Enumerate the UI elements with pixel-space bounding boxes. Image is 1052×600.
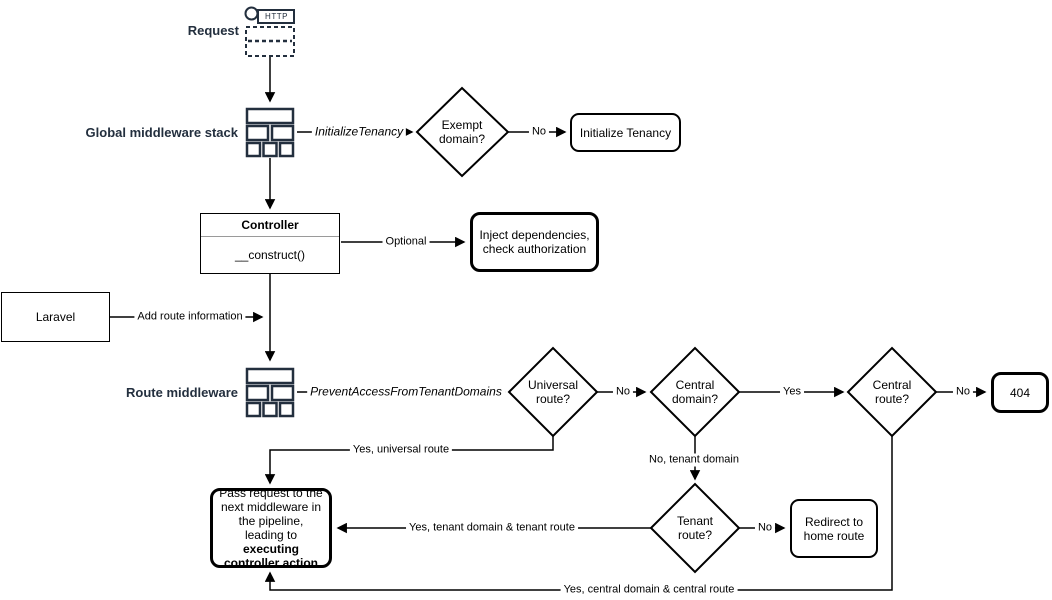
- pass-request-box: Pass request to the next middleware in t…: [210, 486, 332, 570]
- edge-label-central-domain-yes: Yes: [780, 385, 804, 399]
- inject-dependencies-box: Inject dependencies, check authorization: [470, 212, 599, 272]
- exempt-domain-text: Exempt domain?: [438, 118, 486, 146]
- pass-request-text: Pass request to the next middleware in t…: [218, 486, 324, 570]
- edge-label-add-route-info: Add route information: [134, 310, 246, 324]
- universal-route-text: Universal route?: [527, 378, 578, 406]
- request-circle: [244, 6, 259, 21]
- route-middleware-stack-icon: [245, 367, 295, 418]
- central-domain-text: Central domain?: [671, 378, 719, 406]
- edge-label-universal-no: No: [612, 385, 634, 399]
- central-route-diamond: [846, 346, 938, 438]
- edge-label-tenant-no: No: [754, 521, 776, 535]
- controller-method: __construct(): [234, 248, 306, 262]
- request-header-rect: [257, 9, 295, 24]
- inject-dependencies-text: Inject dependencies, check authorization: [479, 228, 590, 256]
- http-request-icon: [244, 6, 295, 57]
- central-route-text: Central route?: [872, 378, 912, 406]
- laravel-box: Laravel: [1, 292, 110, 342]
- not-found-text: 404: [1009, 385, 1031, 400]
- pass-request-text-normal: Pass request to the next middleware in t…: [219, 486, 323, 542]
- tenant-route-diamond: [649, 482, 741, 574]
- controller-box: Controller __construct(): [200, 213, 340, 274]
- edge-label-prevent-access: PreventAccessFromTenantDomains: [307, 385, 505, 399]
- decision-diamonds: [415, 86, 938, 574]
- request-label: Request: [187, 23, 239, 38]
- exempt-domain-diamond: [415, 86, 510, 178]
- edge-label-yes-tenant: Yes, tenant domain & tenant route: [406, 521, 578, 535]
- edge-label-central-route-no: No: [952, 385, 974, 399]
- tenant-route-text: Tenant route?: [676, 514, 714, 542]
- edge-label-yes-universal: Yes, universal route: [349, 443, 453, 457]
- http-icon-label: HTTP: [265, 12, 288, 21]
- edge-label-no-tenant-domain: No, tenant domain: [646, 453, 742, 467]
- controller-title: Controller: [201, 214, 339, 237]
- laravel-text: Laravel: [35, 310, 76, 324]
- redirect-home-text: Redirect to home route: [803, 514, 865, 543]
- edge-label-exempt-no: No: [528, 125, 550, 139]
- edge-label-initialize-tenancy: InitializeTenancy: [311, 125, 407, 139]
- edge-label-yes-central: Yes, central domain & central route: [560, 583, 738, 597]
- initialize-tenancy-text: Initialize Tenancy: [579, 125, 672, 140]
- global-middleware-stack-icon: [245, 107, 295, 158]
- central-domain-diamond: [649, 346, 741, 438]
- global-middleware-label: Global middleware stack: [85, 125, 238, 140]
- initialize-tenancy-box: Initialize Tenancy: [570, 113, 681, 152]
- universal-route-diamond: [507, 346, 599, 438]
- redirect-home-box: Redirect to home route: [790, 499, 878, 558]
- not-found-box: 404: [991, 372, 1049, 413]
- edge-label-optional: Optional: [382, 235, 430, 249]
- route-middleware-label: Route middleware: [126, 385, 238, 400]
- pass-request-text-bold: executing controller action: [223, 542, 318, 570]
